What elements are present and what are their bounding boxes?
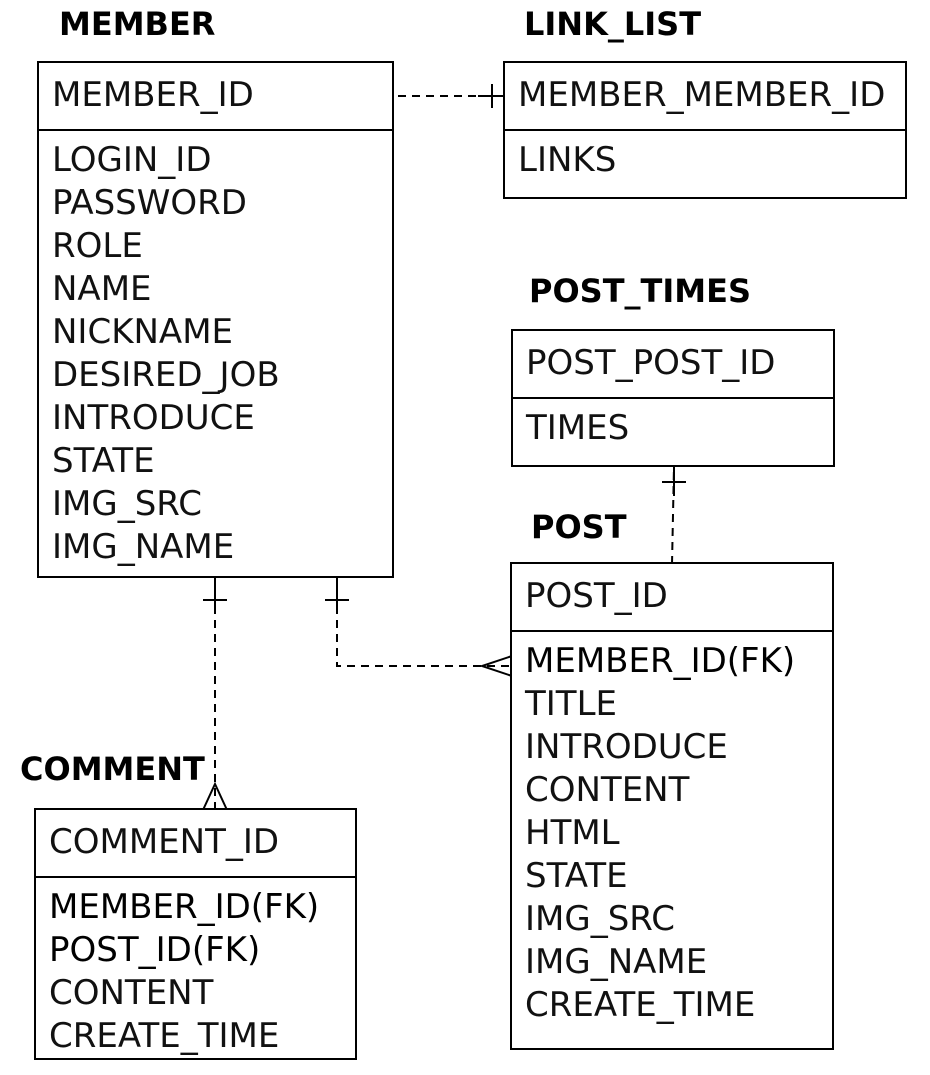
post-attr: TITLE [525,684,617,724]
comment-attr-fk: MEMBER_ID(FK) [49,887,320,927]
comment-attr: CONTENT [49,973,214,1013]
member-attr: STATE [52,441,155,481]
linklist-attr: LINKS [518,140,617,180]
comment-pk: COMMENT_ID [36,810,355,878]
linklist-pk: MEMBER_MEMBER_ID [505,63,905,131]
post-attr: HTML [525,813,620,853]
post-attr: IMG_SRC [525,899,675,939]
post-attributes: MEMBER_ID(FK) TITLE INTRODUCE CONTENT HT… [512,632,832,1027]
member-title: MEMBER [59,5,216,43]
post-attr: STATE [525,856,628,896]
post-attr-fk: MEMBER_ID(FK) [525,641,796,681]
member-attr: DESIRED_JOB [52,355,280,395]
member-attr: ROLE [52,226,143,266]
posttimes-attributes: TIMES [513,399,833,450]
comment-attr: CREATE_TIME [49,1016,280,1056]
member-attributes: LOGIN_ID PASSWORD ROLE NAME NICKNAME DES… [39,131,392,569]
post-attr: INTRODUCE [525,727,728,767]
post-posttimes-line [671,465,675,565]
posttimes-title: POST_TIMES [529,272,752,310]
post-attr: IMG_NAME [525,942,708,982]
member-entity[interactable]: MEMBER_ID LOGIN_ID PASSWORD ROLE NAME NI… [37,61,394,578]
comment-attr-fk: POST_ID(FK) [49,930,261,970]
comment-title: COMMENT [20,750,205,788]
linklist-title: LINK_LIST [524,5,702,43]
posttimes-attr: TIMES [526,408,630,448]
member-attr: IMG_NAME [52,527,235,567]
post-many-crowfoot [478,655,513,677]
member-attr: LOGIN_ID [52,140,212,180]
member-attr: PASSWORD [52,183,247,223]
member-attr: NAME [52,269,152,309]
post-attr: CREATE_TIME [525,985,756,1025]
member-post-line [336,578,512,667]
member-pk: MEMBER_ID [39,63,392,131]
post-title: POST [531,508,627,546]
linklist-entity[interactable]: MEMBER_MEMBER_ID LINKS [503,61,907,199]
linklist-attributes: LINKS [505,131,905,182]
post-entity[interactable]: POST_ID MEMBER_ID(FK) TITLE INTRODUCE CO… [510,562,834,1050]
posttimes-entity[interactable]: POST_POST_ID TIMES [511,329,835,467]
post-attr: CONTENT [525,770,690,810]
member-attr: NICKNAME [52,312,234,352]
comment-entity[interactable]: COMMENT_ID MEMBER_ID(FK) POST_ID(FK) CON… [34,808,357,1060]
comment-many-crowfoot [202,781,228,811]
posttimes-pk: POST_POST_ID [513,331,833,399]
member-attr: INTRODUCE [52,398,255,438]
comment-attributes: MEMBER_ID(FK) POST_ID(FK) CONTENT CREATE… [36,878,355,1058]
member-attr: IMG_SRC [52,484,202,524]
post-pk: POST_ID [512,564,832,632]
